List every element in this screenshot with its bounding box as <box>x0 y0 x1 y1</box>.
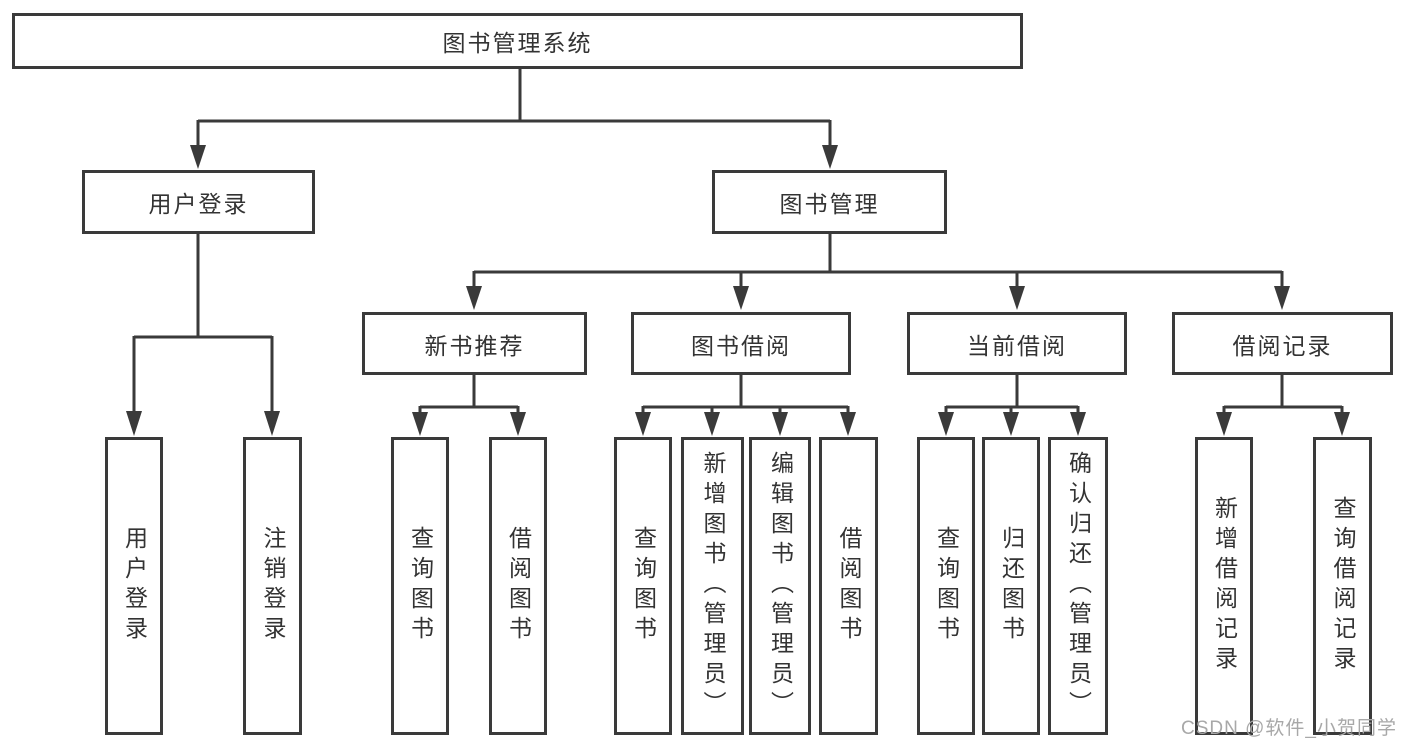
connector-trunk <box>134 234 272 339</box>
node-current-borrowing: 当前借阅 <box>907 312 1127 375</box>
connector-stems <box>132 336 274 413</box>
connector-trunk <box>643 375 848 409</box>
leaf-current-confirm-return-admin: 确认归还（管理员） <box>1048 437 1108 735</box>
node-label: 查询借阅记录 <box>1330 496 1356 676</box>
arrowheads <box>190 145 838 169</box>
connector-current-borrowing <box>938 375 1086 436</box>
node-label: 查询图书 <box>933 526 960 646</box>
node-label: 当前借阅 <box>967 332 1067 359</box>
node-label: 新增图书（管理员） <box>700 451 726 721</box>
node-label: 图书管理系统 <box>442 30 593 56</box>
connector-user-login <box>126 234 280 436</box>
node-label: 注销登录 <box>260 526 286 646</box>
connector-book-borrowing <box>635 375 856 436</box>
node-label: 确认归还（管理员） <box>1065 451 1092 721</box>
connector-stems <box>472 271 1284 289</box>
node-user-login: 用户登录 <box>82 170 315 234</box>
connector-trunk <box>946 375 1078 409</box>
connector-trunk <box>420 375 518 409</box>
arrowheads <box>466 286 1290 310</box>
leaf-records-add-record: 新增借阅记录 <box>1195 437 1253 735</box>
node-book-management: 图书管理 <box>712 170 947 234</box>
connector-trunk <box>1224 375 1342 409</box>
connector-book-management <box>466 234 1290 310</box>
leaf-borrowing-borrow-books: 借阅图书 <box>819 437 878 735</box>
connector-trunk <box>474 234 1282 274</box>
connector-trunk <box>198 68 830 123</box>
leaf-newbook-query-books: 查询图书 <box>391 437 449 735</box>
node-book-borrowing: 图书借阅 <box>631 312 851 375</box>
node-label: 查询图书 <box>630 526 657 646</box>
arrowheads <box>1216 412 1350 436</box>
node-label: 用户登录 <box>121 526 148 646</box>
leaf-user-login: 用户登录 <box>105 437 163 735</box>
node-label: 借阅图书 <box>836 526 862 646</box>
connector-stems <box>196 120 832 147</box>
leaf-newbook-borrow-books: 借阅图书 <box>489 437 547 735</box>
node-label: 图书管理 <box>779 191 880 217</box>
node-label: 归还图书 <box>998 526 1025 646</box>
node-label: 用户登录 <box>148 191 249 217</box>
arrowheads <box>635 412 856 436</box>
node-borrowing-records: 借阅记录 <box>1172 312 1393 375</box>
connector-root <box>190 68 838 169</box>
node-new-book-recommend: 新书推荐 <box>362 312 587 375</box>
leaf-current-return-books: 归还图书 <box>982 437 1040 735</box>
leaf-records-query-record: 查询借阅记录 <box>1313 437 1372 735</box>
node-label: 查询图书 <box>407 526 434 646</box>
connector-stems <box>641 406 850 414</box>
watermark: CSDN @软件_小贺同学 <box>1181 718 1397 739</box>
node-label: 新书推荐 <box>424 332 525 359</box>
node-label: 借阅记录 <box>1232 332 1333 359</box>
leaf-borrowing-query-books: 查询图书 <box>614 437 672 735</box>
node-label: 编辑图书（管理员） <box>767 451 794 721</box>
arrowheads <box>938 412 1086 436</box>
node-label: 图书借阅 <box>691 332 791 359</box>
leaf-logout-login: 注销登录 <box>243 437 302 735</box>
arrowheads <box>126 411 280 436</box>
leaf-current-query-books: 查询图书 <box>917 437 975 735</box>
connector-borrowing-records <box>1216 375 1350 436</box>
connector-new-book-recommend <box>412 375 526 436</box>
node-library-system: 图书管理系统 <box>12 13 1023 69</box>
leaf-borrowing-add-books-admin: 新增图书（管理员） <box>681 437 744 735</box>
node-label: 借阅图书 <box>505 526 532 646</box>
leaf-borrowing-edit-books-admin: 编辑图书（管理员） <box>749 437 811 735</box>
arrowheads <box>412 412 526 436</box>
node-label: 新增借阅记录 <box>1211 496 1238 676</box>
